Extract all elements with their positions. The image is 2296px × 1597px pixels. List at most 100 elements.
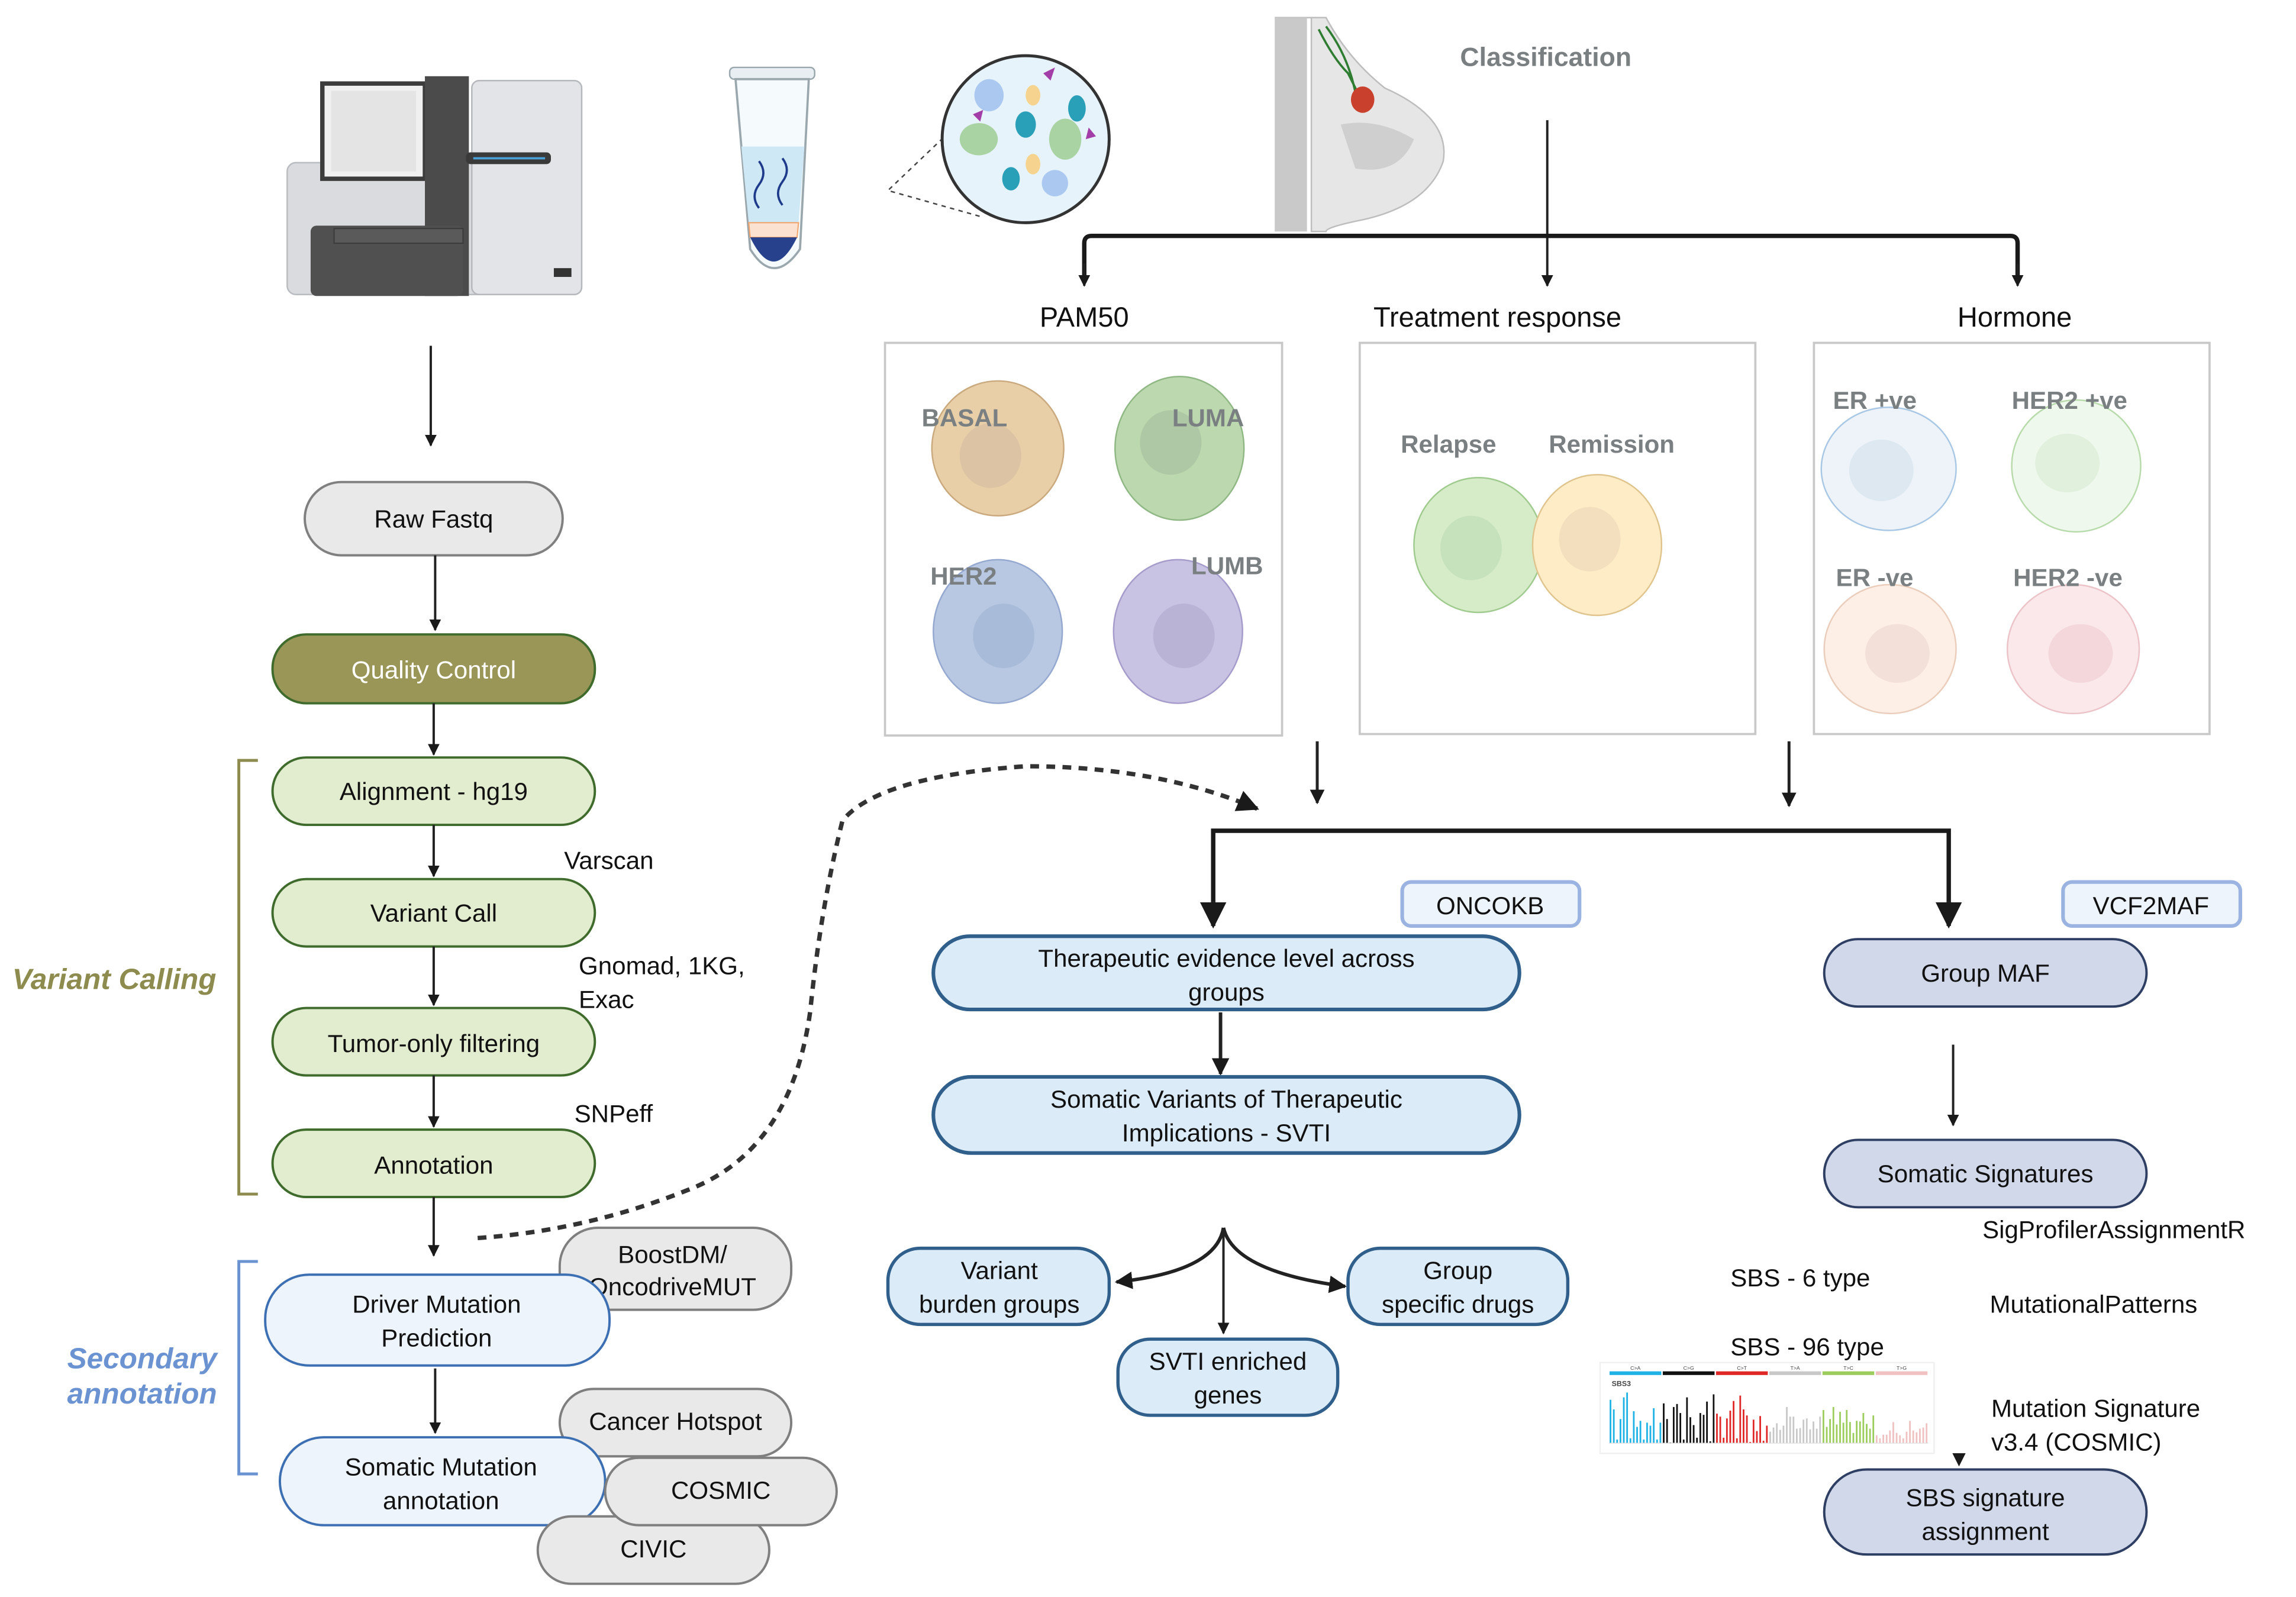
mutationalpatterns-label: MutationalPatterns [1990, 1290, 2198, 1318]
tumor-only-filtering-label: Tumor-only filtering [328, 1030, 540, 1057]
cell-nucleus [1849, 439, 1914, 501]
sbs-assignment-node[interactable]: SBS signature assignment [1823, 1468, 2148, 1556]
arrow-to-drugs [1221, 1227, 1347, 1293]
variant-burden-node[interactable]: Variant burden groups [886, 1246, 1111, 1327]
annotation-label: Annotation [374, 1151, 493, 1179]
bar [1749, 1441, 1752, 1443]
bar [1666, 1419, 1668, 1443]
cell-her2: HER2 [930, 559, 1063, 704]
group-drugs-node[interactable]: Group specific drugs [1346, 1246, 1570, 1327]
bar [1859, 1421, 1861, 1443]
bar [1699, 1413, 1701, 1443]
variant-call-node[interactable]: Variant Call [271, 877, 596, 948]
svti-node[interactable]: Somatic Variants of Therapeutic Implicat… [931, 1075, 1521, 1155]
bar [1619, 1419, 1621, 1443]
driver-mutation-node[interactable]: Driver Mutation Prediction [264, 1273, 611, 1367]
cell-nucleus [2048, 624, 2113, 683]
category-label: C>T [1737, 1365, 1747, 1371]
cancer-hotspot-tool[interactable]: Cancer Hotspot [558, 1388, 793, 1458]
bar [1916, 1432, 1918, 1443]
hormone-cells: ER +ve HER2 +ve ER -ve HER2 -ve [1820, 386, 2142, 715]
bar [1719, 1417, 1721, 1443]
civic-tool[interactable]: CIVIC [536, 1515, 770, 1585]
bar [1709, 1441, 1711, 1443]
bar [1633, 1411, 1635, 1443]
bar [1613, 1409, 1615, 1443]
cosmic-label: COSMIC [671, 1476, 770, 1504]
burden-line1: Variant [961, 1257, 1039, 1285]
annotation-node[interactable]: Annotation [271, 1128, 596, 1198]
cell-label: Remission [1549, 430, 1675, 458]
cell-er-ve: ER +ve [1820, 386, 1957, 531]
bar [1726, 1418, 1728, 1443]
bar [1696, 1437, 1698, 1443]
cell-label: BASAL [921, 404, 1007, 432]
chart-title: SBS3 [1612, 1379, 1631, 1388]
somatic-signatures-node[interactable]: Somatic Signatures [1823, 1138, 2148, 1209]
cell-er-ve: ER -ve [1823, 563, 1957, 715]
bar [1905, 1431, 1908, 1443]
classification-branch-line [1082, 233, 2020, 283]
bar [1805, 1418, 1808, 1443]
bar [1733, 1401, 1734, 1443]
bar [1769, 1431, 1771, 1443]
boostdm-tool[interactable]: BoostDM/ OncodriveMUT [558, 1227, 793, 1311]
sbs96-label: SBS - 96 type [1730, 1333, 1884, 1360]
treatment-response-title: Treatment response [1373, 301, 1621, 333]
quality-control-node[interactable]: Quality Control [271, 633, 596, 705]
somatic-mutation-annotation-node[interactable]: Somatic Mutation annotation [278, 1436, 607, 1527]
sigprofiler-label: SigProfilerAssignmentR [1982, 1215, 2245, 1243]
therapeutic-evidence-node[interactable]: Therapeutic evidence level across groups [931, 934, 1521, 1012]
bar [1706, 1401, 1708, 1443]
bar [1672, 1406, 1675, 1443]
bar [1856, 1421, 1858, 1443]
bar [1636, 1427, 1638, 1443]
cell-lumb: LUMB [1112, 552, 1263, 704]
cell-label: HER2 [930, 562, 997, 590]
secondary-annotation-line2: annotation [67, 1377, 217, 1410]
secondary-annotation-line1: Secondary [67, 1343, 219, 1375]
bar [1826, 1427, 1828, 1443]
vcf2maf-tool[interactable]: VCF2MAF [2061, 880, 2243, 928]
tumor-only-filtering-node[interactable]: Tumor-only filtering [271, 1006, 596, 1077]
bar [1626, 1392, 1629, 1443]
raw-fastq-node[interactable]: Raw Fastq [304, 480, 564, 557]
bar [1846, 1409, 1848, 1443]
svti-enriched-node[interactable]: SVTI enriched genes [1116, 1337, 1340, 1417]
sbs-assignment-line1: SBS signature [1906, 1483, 2065, 1511]
bar [1762, 1440, 1765, 1443]
somatic-annotation-line1: Somatic Mutation [345, 1453, 537, 1480]
bar [1919, 1428, 1921, 1443]
bar [1899, 1435, 1901, 1443]
burden-line2: burden groups [919, 1290, 1079, 1318]
bar [1809, 1429, 1811, 1443]
cell-label: HER2 +ve [2012, 386, 2127, 414]
oncokb-tool[interactable]: ONCOKB [1400, 880, 1582, 928]
bar [1723, 1437, 1725, 1443]
cosmic-tool[interactable]: COSMIC [604, 1456, 838, 1527]
cell-nucleus [2035, 433, 2100, 493]
category-band-t-a [1769, 1371, 1821, 1375]
evidence-line2: groups [1188, 978, 1265, 1006]
bar [1659, 1422, 1662, 1443]
quality-control-label: Quality Control [352, 656, 516, 683]
arrow-to-burden [1114, 1227, 1226, 1289]
boostdm-line2: OncodriveMUT [589, 1273, 756, 1301]
cell-nucleus [1140, 410, 1202, 475]
boostdm-line1: BoostDM/ [618, 1240, 727, 1268]
group-maf-node[interactable]: Group MAF [1823, 938, 2148, 1008]
alignment-node[interactable]: Alignment - hg19 [271, 756, 596, 827]
bar [1852, 1433, 1855, 1443]
cell-nucleus [1153, 604, 1215, 669]
cell-label: HER2 -ve [2013, 563, 2123, 591]
cell-her2-ve: HER2 +ve [2011, 386, 2142, 533]
bar [1815, 1428, 1818, 1443]
bar [1623, 1397, 1625, 1443]
category-band-c-g [1662, 1371, 1715, 1375]
bar [1649, 1425, 1652, 1443]
somatic-annotation-line2: annotation [383, 1486, 499, 1514]
gnomad-label-line2: Exac [579, 986, 634, 1014]
bar [1746, 1415, 1748, 1443]
dashed-connector-arrow [477, 764, 1259, 1241]
